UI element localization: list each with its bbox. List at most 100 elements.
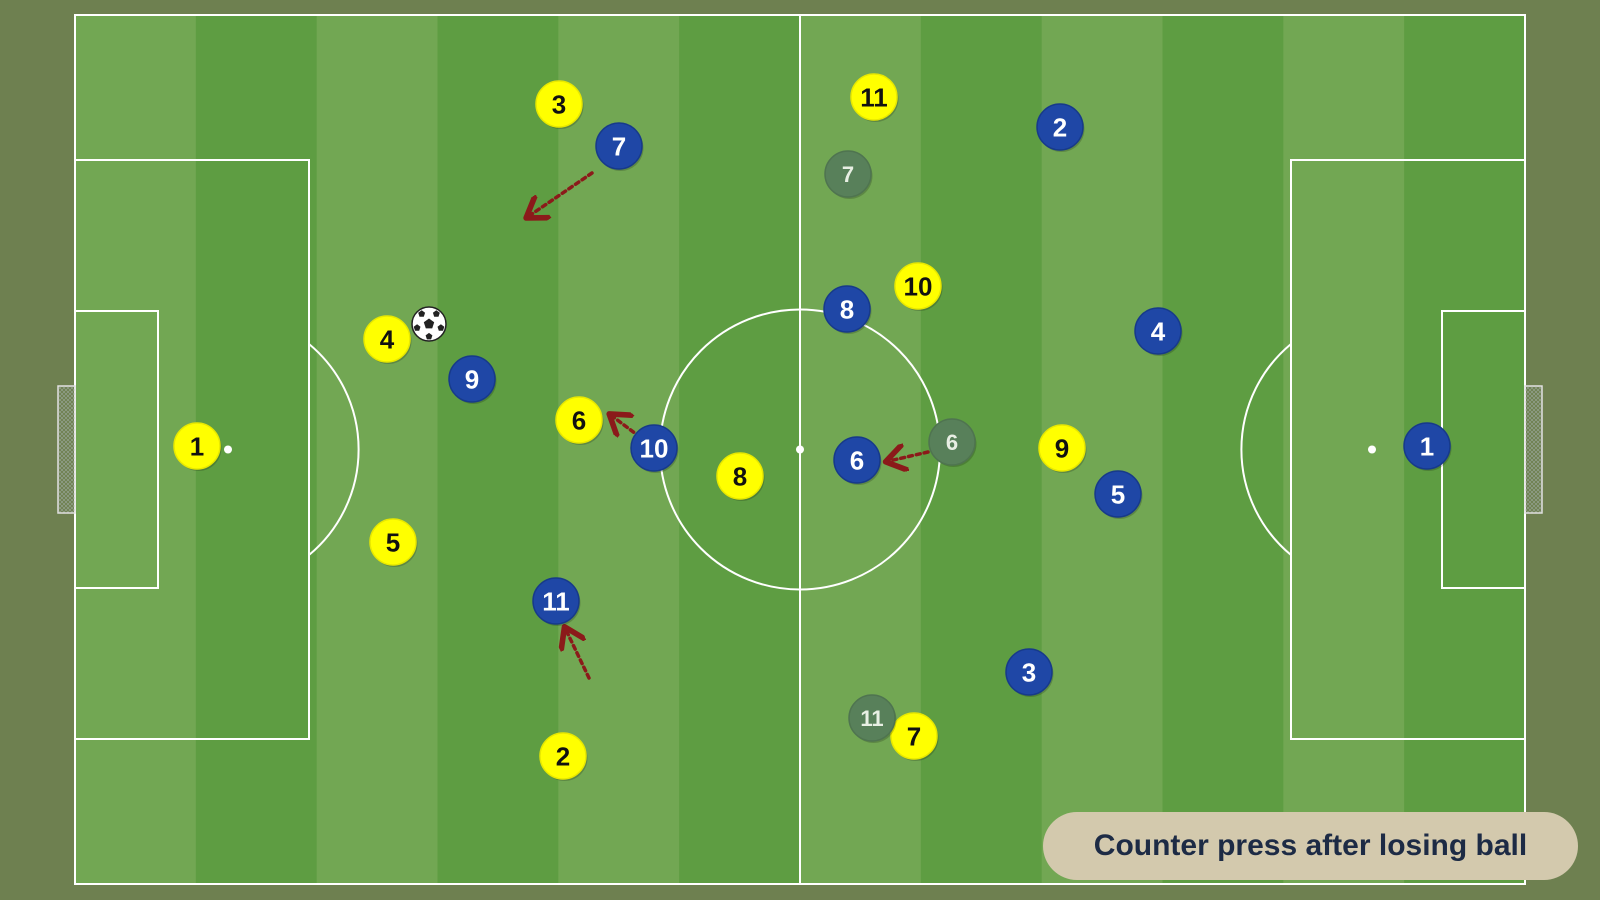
player-token — [928, 418, 976, 466]
player-token — [848, 694, 896, 742]
arrow-run-blue-10 — [612, 416, 642, 439]
player-blue-6[interactable]: 6 — [833, 436, 882, 485]
arrow-run-blue-11 — [566, 630, 591, 680]
ball-patch — [413, 324, 421, 331]
player-number: 8 — [733, 461, 747, 491]
center-spot — [796, 445, 804, 454]
player-token — [890, 712, 938, 760]
player-yellow-4[interactable]: 4 — [363, 315, 412, 364]
right-penalty-arc — [1240, 343, 1292, 556]
ball — [411, 306, 447, 342]
player-number: 9 — [465, 364, 479, 394]
player-number: 3 — [1022, 657, 1036, 687]
pitch-stripe — [679, 15, 801, 884]
player-yellow-11[interactable]: 11 — [850, 73, 899, 122]
pitch-stripe — [1283, 15, 1405, 884]
player-blue-11[interactable]: 11 — [532, 577, 581, 626]
player-token — [1005, 648, 1053, 696]
player-blue-1[interactable]: 1 — [1403, 422, 1452, 471]
player-number: 9 — [1055, 433, 1069, 463]
player-token — [173, 422, 221, 470]
ball-patch — [425, 332, 433, 340]
player-ghost-6[interactable]: 6 — [928, 418, 977, 467]
player-token — [824, 150, 872, 198]
ball-patch — [437, 324, 445, 331]
player-number: 5 — [386, 527, 400, 557]
player-token — [630, 424, 678, 472]
player-token — [595, 122, 643, 170]
pitch-stripe — [437, 15, 559, 884]
player-number: 10 — [640, 433, 669, 463]
player-token — [1403, 422, 1451, 470]
player-token — [555, 396, 603, 444]
left-goal — [57, 385, 76, 514]
player-blue-4[interactable]: 4 — [1134, 307, 1183, 356]
player-blue-2[interactable]: 2 — [1036, 103, 1085, 152]
player-token — [1094, 470, 1142, 518]
caption-text: Counter press after losing ball — [1093, 829, 1528, 862]
player-token — [1134, 307, 1182, 355]
player-yellow-1[interactable]: 1 — [173, 422, 222, 471]
player-number: 10 — [904, 271, 933, 301]
player-yellow-5[interactable]: 5 — [369, 518, 418, 567]
arrow-run-blue-7 — [529, 171, 594, 216]
player-number: 7 — [842, 162, 854, 187]
left-penalty-spot — [224, 445, 232, 454]
player-number: 1 — [190, 431, 204, 461]
player-number: 11 — [860, 706, 883, 731]
player-number: 7 — [612, 131, 626, 161]
player-token — [369, 518, 417, 566]
player-yellow-10[interactable]: 10 — [894, 262, 943, 311]
ball-patch — [423, 318, 435, 329]
pitch-stripe — [1162, 15, 1284, 884]
player-token — [1038, 424, 1086, 472]
right-goal — [1524, 385, 1543, 514]
player-blue-7[interactable]: 7 — [595, 122, 644, 171]
player-token — [823, 285, 871, 333]
player-yellow-3[interactable]: 3 — [535, 80, 584, 129]
player-number: 6 — [572, 405, 586, 435]
player-blue-8[interactable]: 8 — [823, 285, 872, 334]
player-number: 1 — [1420, 431, 1434, 461]
player-yellow-9[interactable]: 9 — [1038, 424, 1087, 473]
player-yellow-8[interactable]: 8 — [716, 452, 765, 501]
ball-patch — [418, 310, 426, 317]
player-token — [363, 315, 411, 363]
caption-box: Counter press after losing ball — [1043, 812, 1578, 880]
player-ghost-7[interactable]: 7 — [824, 150, 873, 199]
player-token — [716, 452, 764, 500]
player-number: 11 — [542, 586, 570, 616]
player-yellow-7[interactable]: 7 — [890, 712, 939, 761]
player-number: 8 — [840, 294, 854, 324]
soccer-ball-icon[interactable] — [411, 306, 447, 342]
player-blue-9[interactable]: 9 — [448, 355, 497, 404]
left-penalty-arc — [308, 343, 360, 556]
player-number: 4 — [380, 324, 395, 354]
player-number: 2 — [1053, 112, 1067, 142]
player-number: 11 — [860, 82, 888, 112]
right-penalty-spot — [1368, 445, 1376, 454]
player-yellow-2[interactable]: 2 — [539, 732, 588, 781]
player-number: 5 — [1111, 479, 1125, 509]
arrow-run-blue-6 — [889, 452, 930, 461]
player-blue-5[interactable]: 5 — [1094, 470, 1143, 519]
player-token — [448, 355, 496, 403]
player-number: 6 — [946, 430, 958, 455]
player-blue-3[interactable]: 3 — [1005, 648, 1054, 697]
player-token — [894, 262, 942, 310]
player-number: 6 — [850, 445, 864, 475]
player-blue-10[interactable]: 10 — [630, 424, 679, 473]
player-token — [539, 732, 587, 780]
player-token — [850, 73, 898, 121]
player-yellow-6[interactable]: 6 — [555, 396, 604, 445]
player-ghost-11[interactable]: 11 — [848, 694, 897, 743]
player-token — [833, 436, 881, 484]
player-token — [1036, 103, 1084, 151]
player-number: 2 — [556, 741, 570, 771]
player-token — [532, 577, 580, 625]
pitch-stripe — [316, 15, 438, 884]
player-token — [535, 80, 583, 128]
